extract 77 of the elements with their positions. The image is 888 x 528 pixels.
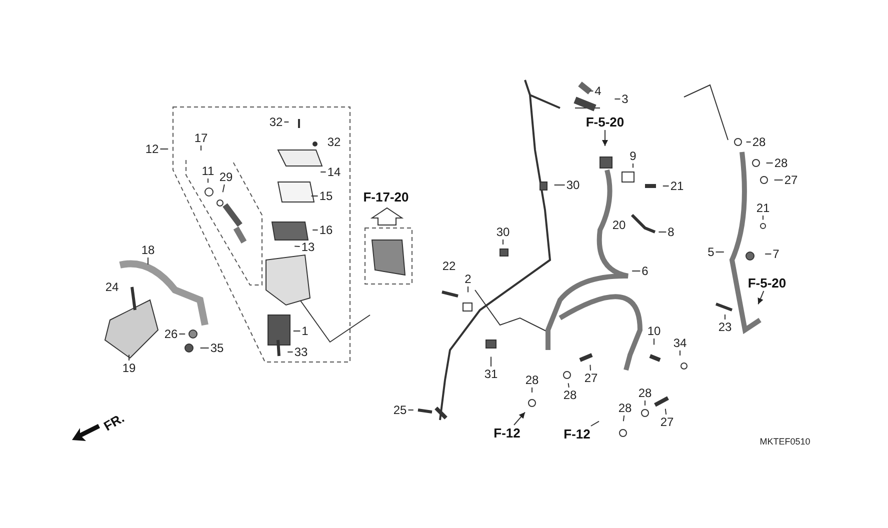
leader-line bbox=[644, 400, 646, 406]
leader-line bbox=[632, 270, 641, 272]
callout-number: 12 bbox=[145, 143, 159, 155]
leader-line bbox=[632, 163, 634, 168]
callout-number: 28 bbox=[752, 136, 766, 148]
leader-line bbox=[294, 246, 300, 247]
callout-number: 11 bbox=[202, 165, 214, 177]
callout-number: 34 bbox=[673, 337, 687, 349]
callout-number: 33 bbox=[294, 346, 308, 358]
callout-number: 9 bbox=[630, 150, 636, 162]
callout-number: 3 bbox=[622, 93, 628, 105]
leader-line bbox=[758, 290, 764, 305]
reference-label: F-17-20 bbox=[363, 190, 409, 204]
callout-number: 30 bbox=[566, 179, 580, 191]
callout-number: 28 bbox=[563, 389, 577, 401]
leader-line bbox=[490, 356, 492, 367]
diagram-code: MKTEF0510 bbox=[760, 438, 810, 446]
leader-line bbox=[568, 382, 570, 388]
callout-number: 27 bbox=[584, 372, 598, 384]
leader-line bbox=[622, 415, 625, 422]
callout-number: 30 bbox=[496, 226, 510, 238]
callout-number: 15 bbox=[319, 190, 333, 202]
leader-line bbox=[614, 98, 621, 100]
callout-number: 13 bbox=[301, 241, 315, 253]
callout-number: 28 bbox=[618, 402, 632, 414]
leader-line bbox=[502, 239, 504, 245]
callout-number: 14 bbox=[327, 166, 341, 178]
leader-line bbox=[128, 354, 130, 361]
callout-number: 27 bbox=[784, 174, 798, 186]
leader-line bbox=[554, 184, 566, 186]
leader-line bbox=[762, 215, 764, 220]
leader-line bbox=[514, 412, 526, 426]
leader-line bbox=[724, 314, 726, 320]
callout-number: 2 bbox=[464, 273, 472, 285]
callout-number: 27 bbox=[660, 416, 674, 428]
callout-number: 32 bbox=[269, 116, 283, 128]
callout-number: 20 bbox=[612, 219, 626, 231]
leader-line bbox=[222, 184, 225, 193]
callout-number: 1 bbox=[302, 325, 308, 337]
callout-number: 28 bbox=[525, 374, 539, 386]
reference-label: F-12 bbox=[494, 426, 520, 440]
front-direction-label: FR. bbox=[102, 411, 126, 433]
callout-number: 35 bbox=[210, 342, 224, 354]
callout-number: 17 bbox=[194, 132, 208, 144]
reference-label: F-12 bbox=[564, 428, 590, 440]
leader-line bbox=[766, 162, 774, 164]
leader-line bbox=[200, 145, 202, 151]
callout-number: 24 bbox=[105, 281, 119, 293]
callout-number: 31 bbox=[484, 368, 498, 380]
reference-label: F-5-20 bbox=[586, 116, 624, 128]
callout-number: 29 bbox=[219, 171, 233, 183]
callout-number: 8 bbox=[668, 226, 674, 238]
callout-number: 21 bbox=[756, 202, 770, 214]
callout-number: 28 bbox=[638, 387, 652, 399]
leader-line bbox=[589, 90, 594, 92]
reference-label: F-5-20 bbox=[748, 276, 786, 290]
callout-number: 10 bbox=[647, 325, 661, 337]
callout-number: 6 bbox=[642, 265, 648, 277]
callout-number: 4 bbox=[594, 85, 602, 97]
callout-number: 22 bbox=[442, 260, 456, 272]
callout-number: 16 bbox=[319, 224, 333, 236]
callout-number: 26 bbox=[164, 328, 178, 340]
callout-number: 19 bbox=[122, 362, 136, 374]
leader-line bbox=[664, 408, 667, 415]
callout-number: 21 bbox=[670, 180, 684, 192]
leader-line bbox=[160, 148, 169, 150]
callout-number: 25 bbox=[393, 404, 407, 416]
callout-number: 28 bbox=[774, 157, 788, 169]
leader-line bbox=[590, 420, 600, 426]
callout-number: 18 bbox=[141, 244, 155, 256]
leader-line bbox=[590, 364, 591, 371]
leader-line bbox=[602, 130, 608, 146]
callout-number: 32 bbox=[327, 136, 341, 148]
callout-number: 7 bbox=[772, 248, 780, 260]
callout-number: 23 bbox=[718, 321, 732, 333]
leader-line bbox=[292, 330, 301, 332]
callout-number: 5 bbox=[708, 246, 714, 258]
